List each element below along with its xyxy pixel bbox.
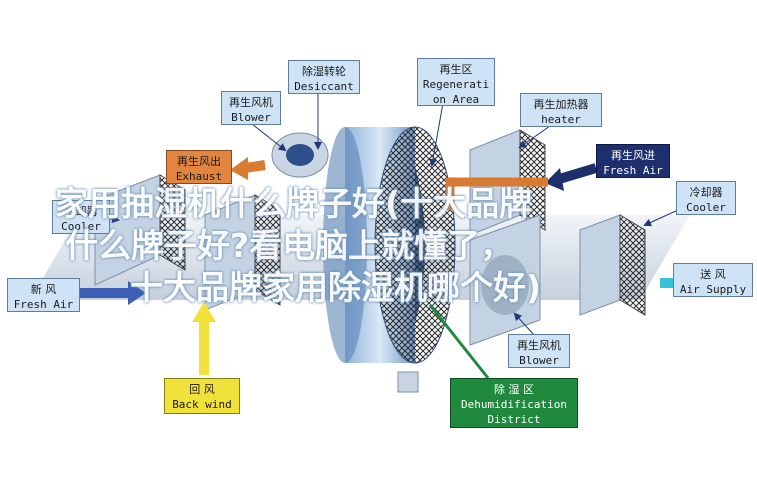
label-regen-blower-zh: 再生风机 — [229, 96, 273, 109]
label-cooler-right-en: Cooler — [686, 201, 726, 214]
label-air-supply-en: Air Supply — [679, 283, 747, 296]
label-regen-heater-zh: 再生加热器 — [533, 98, 589, 111]
label-desiccant-en: Desiccant — [294, 80, 354, 93]
label-desiccant-zh: 除湿转轮 — [302, 65, 346, 78]
wheel-shaft — [397, 371, 419, 393]
overlay-headline: 家用抽湿机什么牌子好(十大品牌 什么牌子好?看电脑上就懂了， 十大品牌家用除湿机… — [55, 183, 705, 309]
leader-dehum — [428, 304, 490, 379]
label-regeneration-area-en1: Regenerati — [422, 78, 490, 91]
exhaust-arrow — [244, 160, 266, 173]
overlay-line-1: 家用抽湿机什么牌子好(十大品牌 — [55, 184, 533, 223]
label-regeneration-area-en2: on Area — [432, 93, 480, 106]
process-blower-unit — [469, 214, 541, 346]
label-dehum-zh: 除 湿 区 — [494, 383, 534, 396]
label-air-supply: 送 风 Air Supply — [673, 263, 753, 297]
label-regen-exhaust-zh: 再生风出 — [177, 155, 221, 168]
label-air-supply-zh: 送 风 — [700, 268, 726, 281]
label-regen-heater-en: heater — [541, 113, 581, 126]
label-regeneration-area: 再生区 Regenerati on Area — [417, 58, 495, 106]
label-cooler-left-en: Cooler — [61, 220, 101, 233]
overlay-line-3: 十大品牌家用除湿机哪个好) — [130, 268, 542, 307]
label-fresh-air: 新 风 Fresh Air — [7, 278, 80, 312]
label-regen-heater: 再生加热器 heater — [520, 93, 602, 127]
label-cooler-left-zh: 冷却器 — [64, 205, 98, 218]
label-regeneration-area-zh: 再生区 — [439, 63, 473, 76]
leader-regen-heater — [518, 125, 551, 149]
label-regen-exhaust-en: Exhaust — [175, 170, 223, 183]
label-fresh-air-zh: 新 风 — [30, 283, 57, 296]
regen-blower-unit — [271, 132, 329, 178]
label-fresh-air-en: Fresh Air — [13, 298, 74, 311]
label-regen-blower: 再生风机 Blower — [221, 91, 281, 125]
label-regen-fresh-air-en: Fresh Air — [603, 164, 663, 177]
label-process-blower-zh: 再生风机 — [517, 339, 561, 352]
leader-process-blower — [513, 312, 536, 337]
label-regen-exhaust: 再生风出 Exhaust — [166, 150, 232, 184]
label-dehum-en1: Dehumidification — [461, 398, 567, 411]
label-back-wind-zh: 回 风 — [189, 383, 215, 396]
regen-loop — [445, 177, 548, 210]
label-cooler-left: 冷却器 Cooler — [52, 200, 110, 234]
left-filter-unit — [204, 194, 281, 311]
label-dehumidification-district: 除 湿 区 Dehumidification District — [450, 378, 578, 428]
label-regen-fresh-air-zh: 再生风进 — [611, 149, 655, 162]
label-cooler-right-zh: 冷却器 — [689, 186, 723, 199]
label-back-wind-en: Back wind — [172, 398, 232, 411]
label-dehum-en2: District — [487, 413, 541, 426]
leader-regen-area — [429, 102, 444, 167]
label-cooler-right: 冷却器 Cooler — [676, 181, 736, 215]
desiccant-wheel — [323, 126, 456, 364]
cooler-left-unit — [94, 174, 186, 286]
cooler-right-unit — [579, 214, 646, 316]
leader-regen-blower — [251, 123, 287, 152]
label-regen-blower-en: Blower — [231, 111, 271, 124]
regen-fresh-air-arrow — [554, 163, 598, 185]
label-regen-fresh-air: 再生风进 Fresh Air — [596, 144, 670, 178]
label-desiccant: 除湿转轮 Desiccant — [288, 60, 360, 94]
label-back-wind: 回 风 Back wind — [164, 378, 240, 414]
overlay-line-2: 什么牌子好?看电脑上就懂了， — [65, 226, 514, 265]
label-process-blower-en: Blower — [519, 354, 559, 367]
label-process-blower: 再生风机 Blower — [508, 334, 570, 368]
